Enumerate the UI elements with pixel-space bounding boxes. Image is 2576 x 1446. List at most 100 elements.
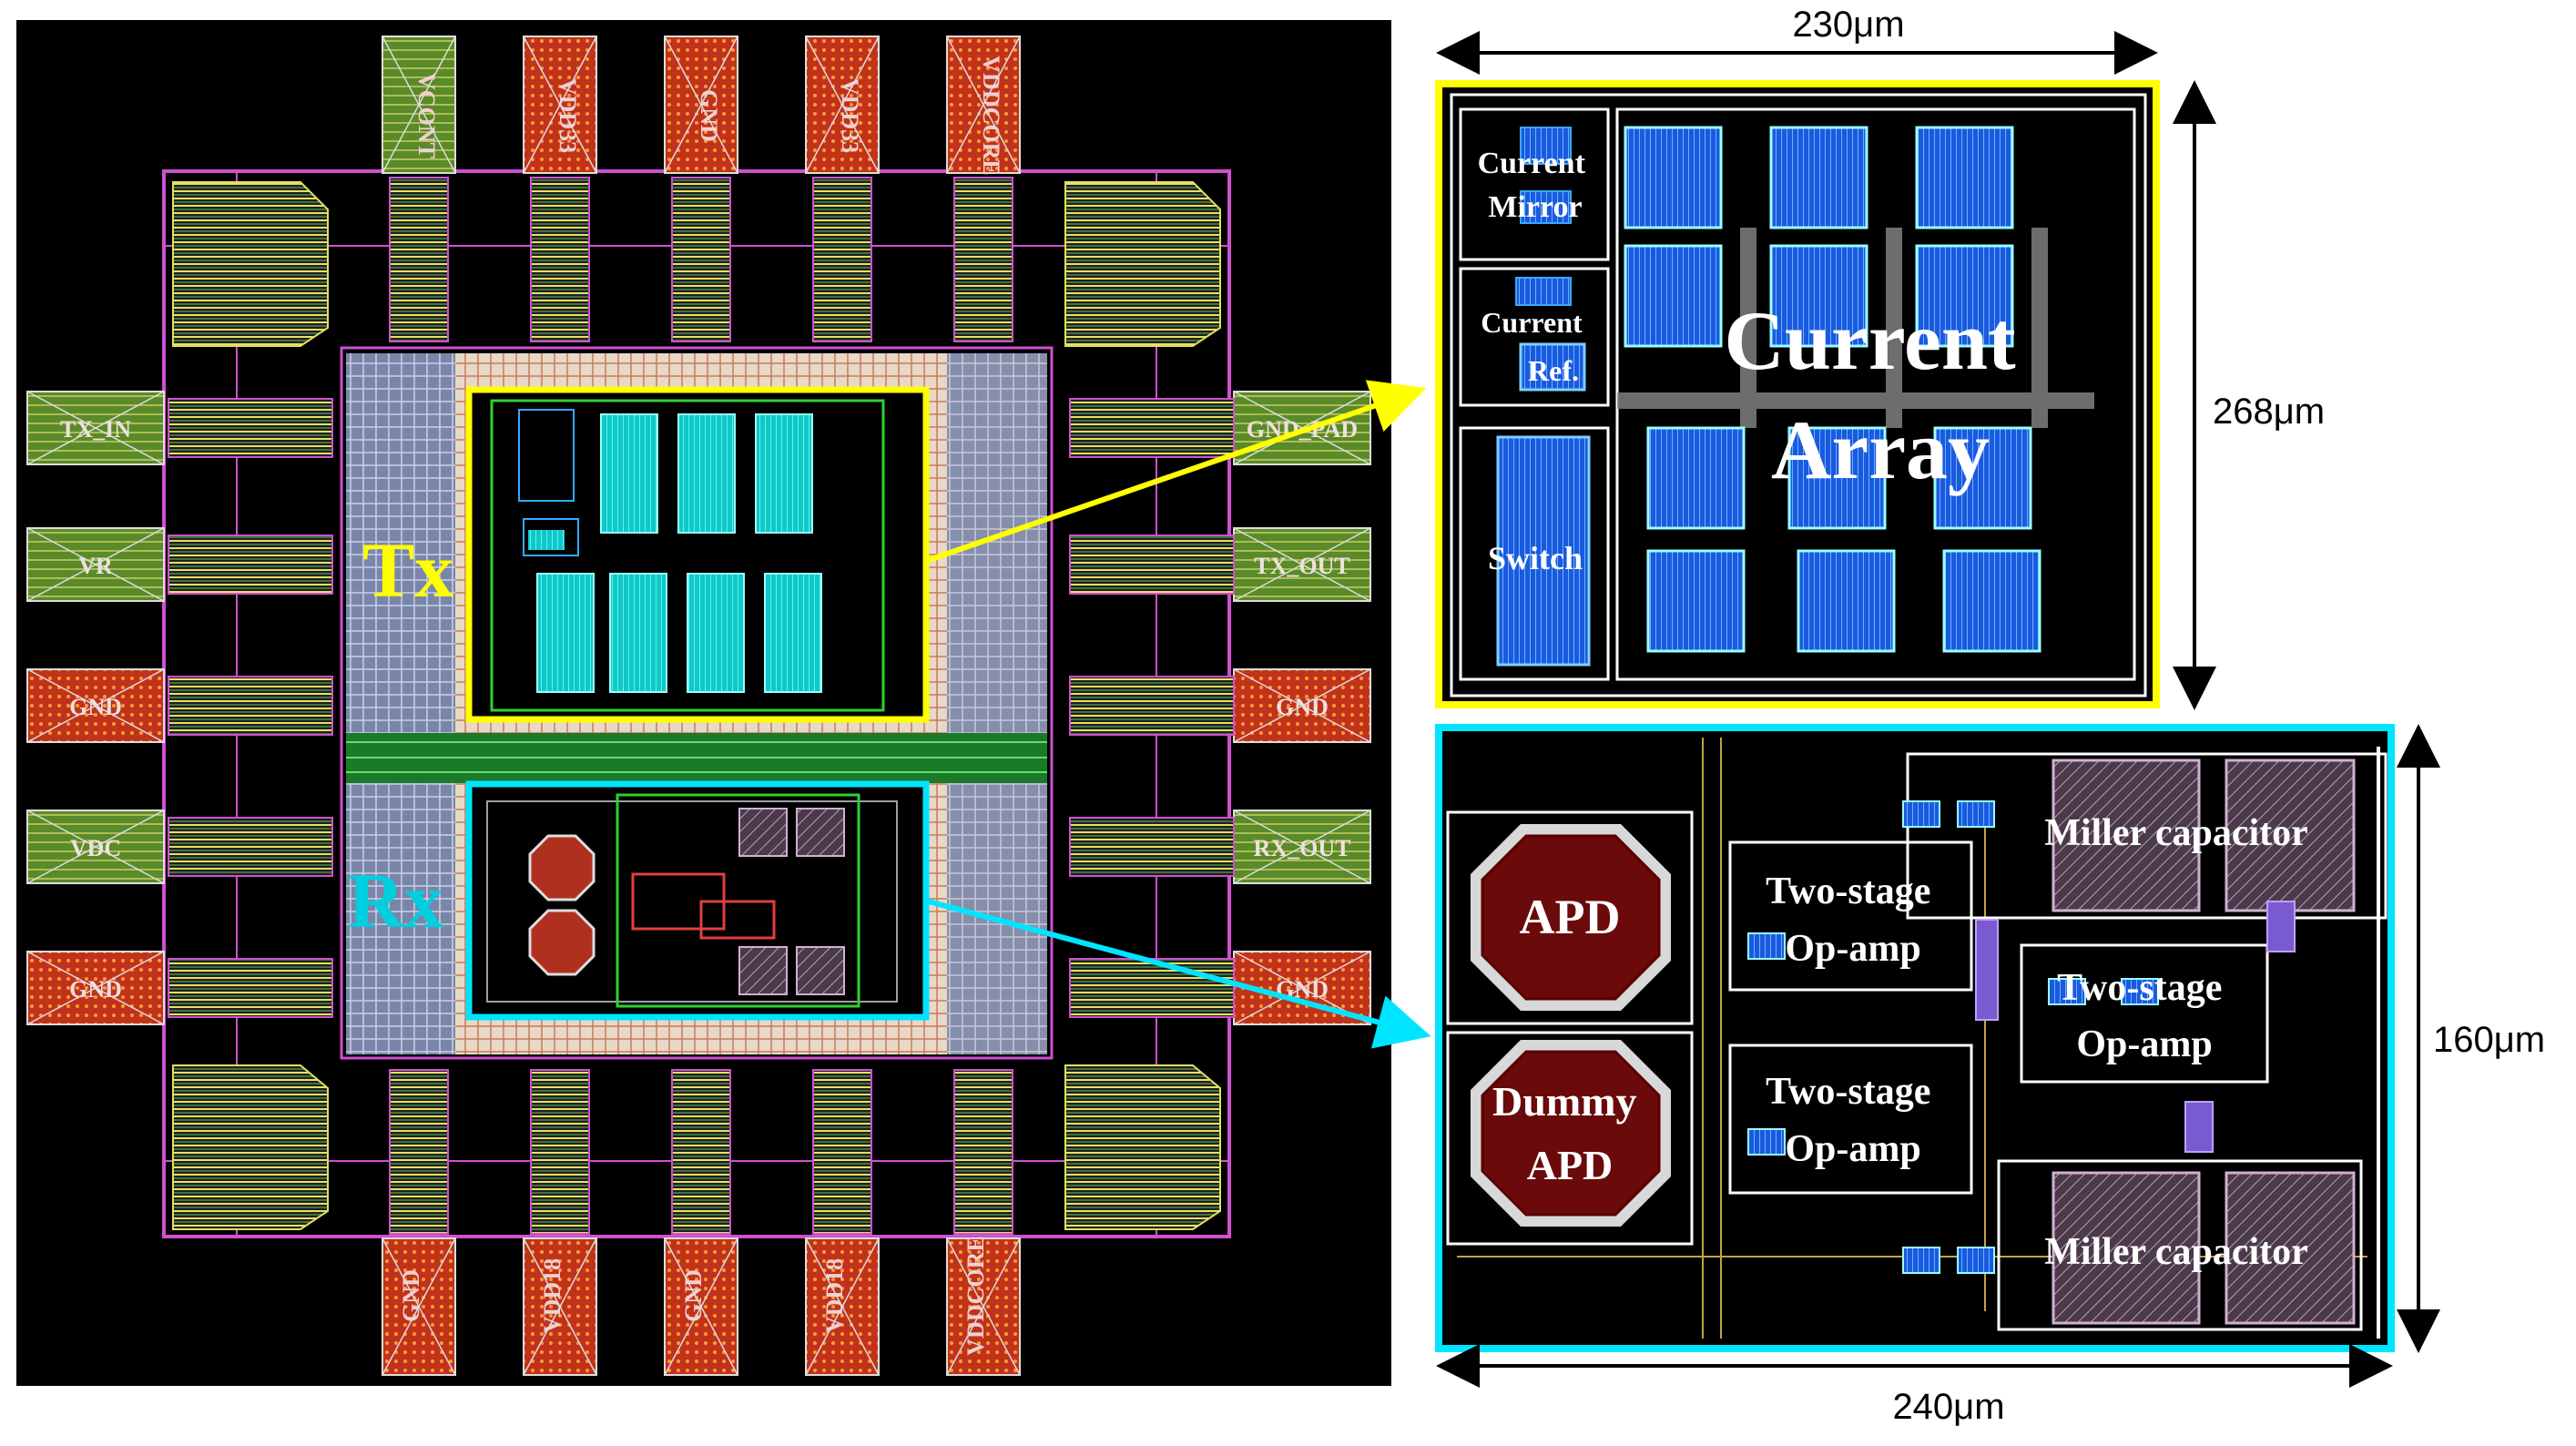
array-cell: [1646, 426, 1746, 530]
pad-name: RX_OUT: [1254, 835, 1351, 861]
opamp3-line2: Op-amp: [2076, 1023, 2212, 1065]
apd-label: APD: [1520, 890, 1621, 944]
rx-device: [1747, 1128, 1786, 1156]
current-ref-line2: Ref.: [1528, 354, 1579, 387]
tx-chip-bias: [523, 518, 579, 556]
tx-chip-cell: [600, 413, 658, 534]
dummy-apd-line1: Dummy: [1492, 1078, 1636, 1125]
array-cell: [1769, 244, 1868, 348]
pad-left-4: GND: [26, 951, 333, 1025]
array-cell: [1646, 549, 1746, 653]
rx-apd-shapes: [528, 834, 596, 976]
pad-name: GND: [680, 1269, 707, 1322]
tx-chip-cell: [609, 573, 667, 693]
bias-cell: [1515, 277, 1572, 306]
rx-resistor: [1975, 919, 1999, 1021]
pad-name: GND: [69, 976, 122, 1003]
pad-bottom-4: VDDCORE: [946, 1069, 1021, 1376]
pad-left-2: GND: [26, 668, 333, 743]
miller-bottom-label: Miller capacitor: [2044, 1231, 2308, 1273]
opamp1-line1: Two-stage: [1766, 871, 1930, 912]
tx-label: Tx: [362, 526, 453, 614]
rx-device: [2121, 978, 2159, 1005]
pad-top-3: VDD33: [805, 36, 880, 342]
pad-top-2: GND: [664, 36, 738, 342]
pad-name: VCONT: [413, 73, 440, 158]
bias-cell: [1520, 190, 1572, 224]
tx-chip-cell: [764, 573, 822, 693]
rx-chip-cap: [738, 946, 788, 995]
array-cell: [1797, 549, 1896, 653]
pad-name: TX_IN: [60, 416, 131, 443]
rx-chip-amp: [699, 900, 776, 940]
rx-device: [1902, 1247, 1940, 1274]
tx-width-label: 230μm: [1792, 5, 1904, 45]
switch-label: Switch: [1488, 540, 1583, 576]
current-array-line2: Array: [1771, 403, 1990, 496]
rx-resistor: [2184, 1101, 2214, 1153]
bias-cell: [1520, 127, 1572, 165]
array-cell: [1624, 126, 1723, 229]
opamp3-line1: Two-stage: [2057, 967, 2222, 1009]
array-cell: [1787, 426, 1887, 530]
current-mirror-line2: Mirror: [1488, 190, 1582, 224]
pad-bottom-3: VDD18: [805, 1069, 880, 1376]
pad-name: VDC: [70, 835, 121, 861]
pad-top-0: VCONT: [382, 36, 456, 342]
array-cell: [1942, 549, 2041, 653]
opamp2-line1: Two-stage: [1766, 1071, 1930, 1113]
pad-left-3: VDC: [26, 810, 333, 884]
svg-text:Current Array: Current Array: [1724, 294, 2036, 496]
tx-chip-cell: [677, 413, 736, 534]
rx-height-label: 160μm: [2433, 1020, 2545, 1060]
array-cell: [1769, 126, 1868, 229]
pad-name: TX_OUT: [1254, 553, 1349, 579]
tx-chip-bias: [518, 409, 575, 502]
tx-zoom-arrow: [928, 380, 1427, 563]
rx-chip-cap: [796, 946, 845, 995]
pad-right-4: GND: [1069, 951, 1371, 1025]
pad-name: GND: [1276, 694, 1329, 720]
rx-device: [1957, 1247, 1995, 1274]
tx-detail: Current Mirror Current Ref. Switch Curre…: [1435, 80, 2160, 708]
svg-text:Two-stage Op-amp: Two-stage Op-amp: [2057, 967, 2232, 1065]
rx-device: [1747, 932, 1786, 960]
pad-bottom-2: GND: [664, 1069, 738, 1376]
pad-right-1: TX_OUT: [1069, 527, 1371, 602]
rx-block: [465, 780, 930, 1021]
opamp2-line2: Op-amp: [1785, 1128, 1920, 1170]
tx-chip-cell: [755, 413, 813, 534]
current-mirror-line1: Current: [1478, 147, 1586, 180]
svg-text:Dummy APD: Dummy APD: [1492, 1078, 1647, 1188]
rx-width-label: 240μm: [1892, 1387, 2004, 1427]
tx-chip-small: [528, 530, 565, 550]
array-cell: [1624, 244, 1723, 348]
rx-device: [2048, 978, 2086, 1005]
tx-chip-cell: [687, 573, 745, 693]
tx-height-label: 268μm: [2213, 392, 2325, 432]
rx-chip-cap: [738, 808, 788, 857]
current-array-line1: Current: [1724, 294, 2016, 387]
pad-bottom-0: GND: [382, 1069, 456, 1376]
rx-zoom-arrow: [928, 899, 1431, 1049]
opamp1-line2: Op-amp: [1785, 928, 1920, 970]
pad-left-1: VR: [26, 527, 333, 602]
rx-label: Rx: [348, 857, 443, 944]
pad-left-0: TX_IN: [26, 391, 333, 465]
tx-block: [465, 386, 930, 723]
svg-text:Two-stage Op-amp: Two-stage Op-amp: [1766, 871, 1940, 970]
pad-bottom-1: VDD18: [523, 1069, 597, 1376]
rx-device: [1957, 800, 1995, 828]
pad-name: GND: [69, 694, 122, 720]
pad-name: VDDCORE: [962, 1236, 989, 1355]
tx-chip-cell: [536, 573, 595, 693]
left-pads: TX_IN VR GND VDC GND: [26, 391, 333, 1025]
pad-right-0: GND_PAD: [1069, 391, 1371, 465]
pad-right-2: GND: [1069, 668, 1371, 743]
pad-name: VDDCORE: [978, 56, 1004, 175]
dummy-apd-line2: APD: [1527, 1142, 1614, 1188]
pad-top-4: VDDCORE: [946, 36, 1021, 342]
